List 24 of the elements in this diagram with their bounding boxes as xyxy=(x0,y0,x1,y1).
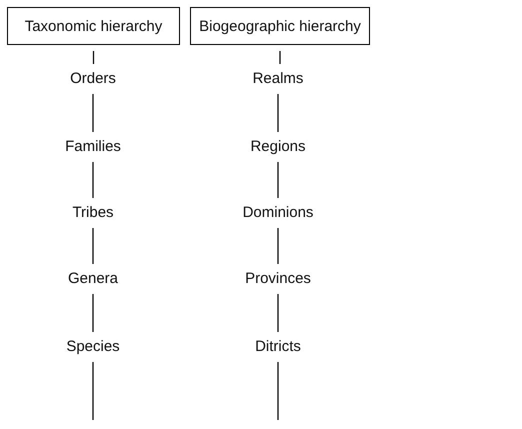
rank-label: Dominions xyxy=(242,204,314,222)
connector-line xyxy=(279,51,281,64)
rank-label: Orders xyxy=(70,70,116,88)
connector-line xyxy=(92,51,94,64)
connector-line xyxy=(277,162,279,198)
rank-label: Ditricts xyxy=(255,338,301,356)
connector-line xyxy=(277,362,279,420)
heading-box: Biogeographic hierarchy xyxy=(190,7,370,45)
connector-line xyxy=(277,294,279,332)
connector-line xyxy=(92,162,94,198)
rank-label: Regions xyxy=(250,138,306,156)
heading-box: Taxonomic hierarchy xyxy=(7,7,180,45)
connector-line xyxy=(277,94,279,132)
rank-label: Realms xyxy=(252,70,304,88)
connector-line xyxy=(92,94,94,132)
connector-line xyxy=(92,228,94,264)
rank-label: Provinces xyxy=(245,270,311,288)
rank-label: Families xyxy=(65,138,121,156)
connector-line xyxy=(277,228,279,264)
connector-line xyxy=(92,294,94,332)
connector-line xyxy=(92,362,94,420)
rank-label: Species xyxy=(66,338,120,356)
rank-label: Genera xyxy=(68,270,118,288)
rank-label: Tribes xyxy=(72,204,114,222)
